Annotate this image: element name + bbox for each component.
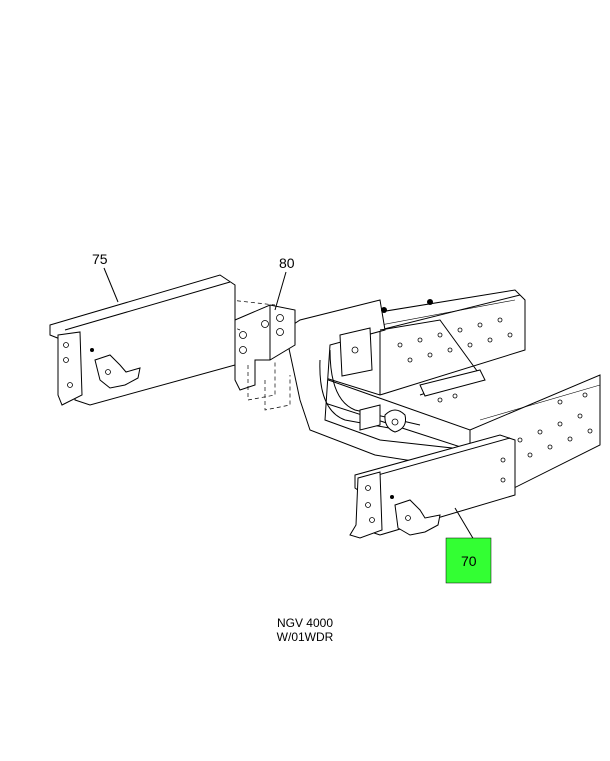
- callout-70: 70: [461, 553, 477, 569]
- tow-hook-75: [49, 274, 236, 406]
- leader-line-80: [274, 271, 287, 311]
- caption-line-2: W/01WDR: [276, 630, 334, 644]
- callout-75: 75: [92, 251, 108, 267]
- crossmember: [284, 299, 486, 471]
- bracket-80: [203, 298, 296, 411]
- frame-rail-front: [299, 369, 601, 496]
- leader-line-75: [103, 267, 119, 303]
- leader-line-70: [454, 507, 475, 541]
- caption-line-1: NGV 4000: [276, 616, 334, 630]
- tow-hook-70: [349, 434, 516, 539]
- callout-70-highlight: [445, 537, 492, 584]
- callout-80: 80: [279, 255, 295, 271]
